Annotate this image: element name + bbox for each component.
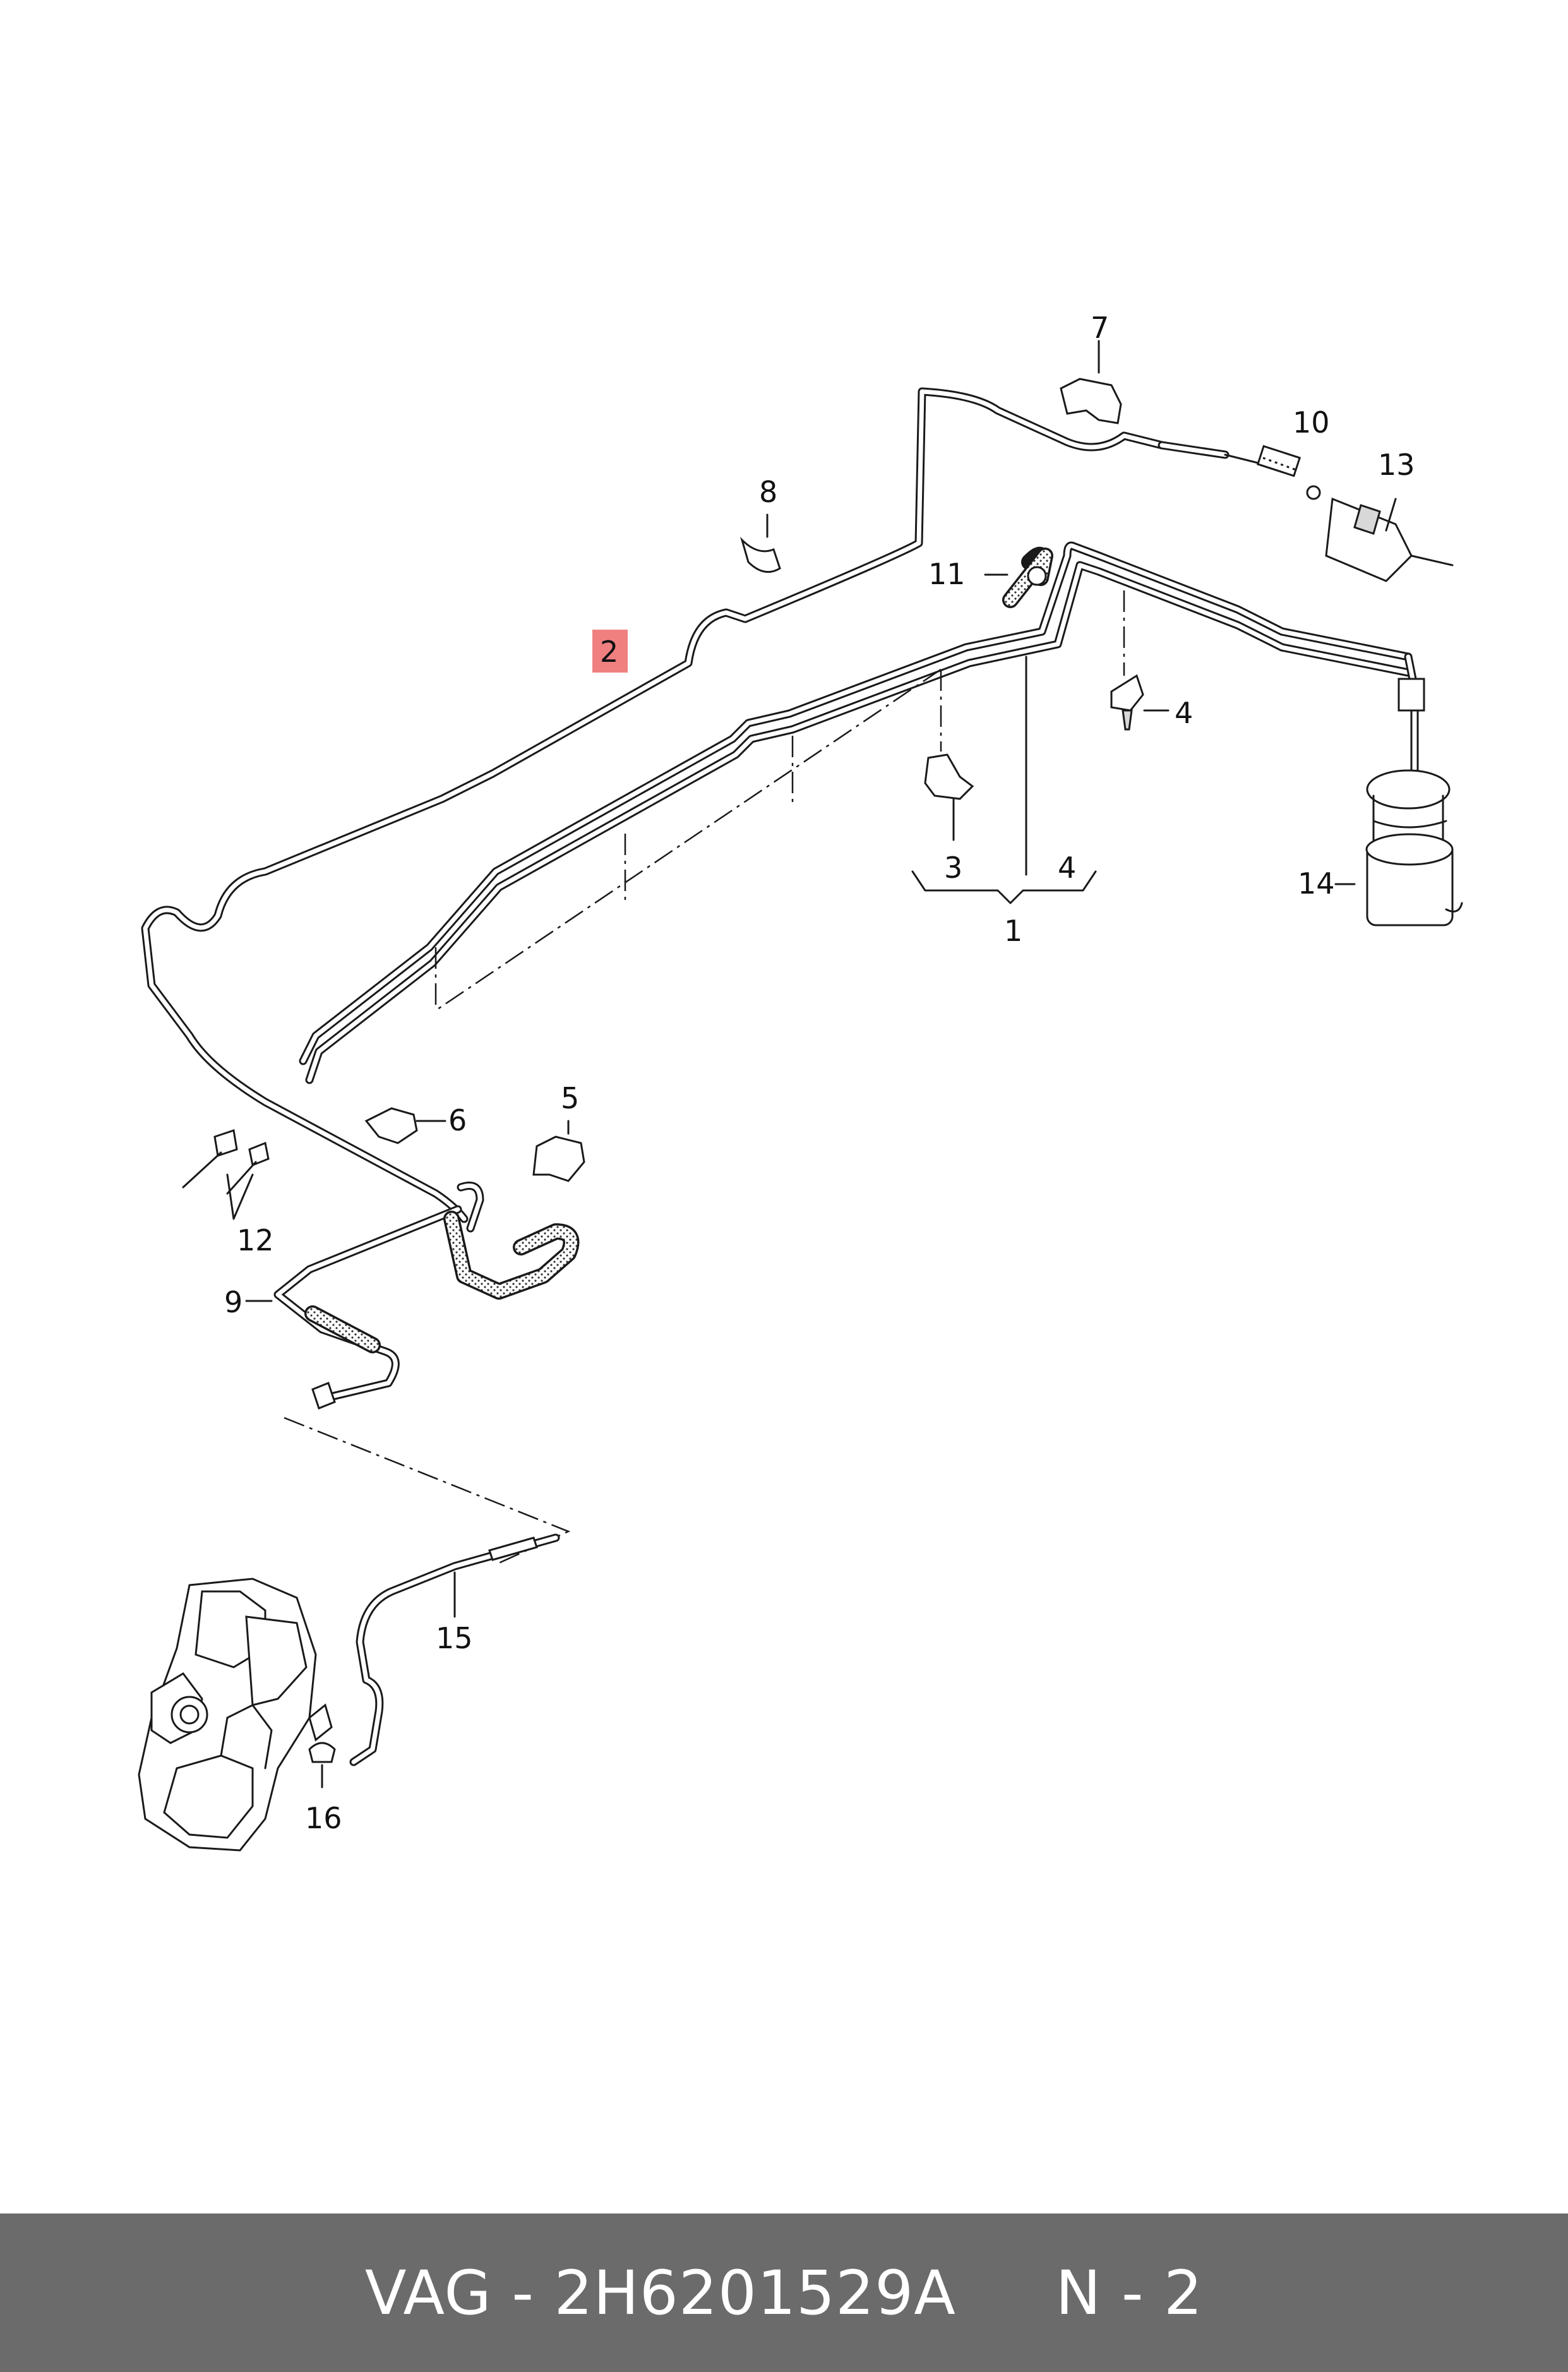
hose-9-icon xyxy=(245,1182,580,1410)
callout-4-left: 4 xyxy=(1058,851,1076,885)
callout-13: 13 xyxy=(1378,448,1415,482)
clip-7-icon xyxy=(1060,340,1122,424)
hose-11-icon xyxy=(984,546,1053,608)
reference-lines xyxy=(284,590,1419,1564)
callout-14: 14 xyxy=(1298,866,1335,901)
clip-4-icon xyxy=(1110,674,1170,731)
clip-16-icon xyxy=(308,1742,336,1788)
heater-unit-icon xyxy=(138,1578,333,1852)
highlight-box-2 xyxy=(592,630,628,673)
callout-9: 9 xyxy=(224,1285,242,1319)
callout-2: 2 xyxy=(600,635,618,669)
fuel-line-2 xyxy=(141,387,1230,1223)
clip-3-icon xyxy=(924,753,974,841)
fuel-line-15-icon xyxy=(349,1533,560,1766)
callout-5: 5 xyxy=(561,1081,579,1115)
callout-10: 10 xyxy=(1293,405,1330,440)
callout-1: 1 xyxy=(1004,914,1022,948)
connectors-12-icon xyxy=(182,1129,270,1220)
part-number-label: VAG - 2H6201529A N - 2 xyxy=(364,2257,1204,2328)
callout-4-right: 4 xyxy=(1175,696,1193,730)
fuel-line-1 xyxy=(299,541,1419,1084)
callout-12: 12 xyxy=(237,1223,274,1257)
callout-11: 11 xyxy=(928,557,966,591)
callout-labels: 1 2 3 4 4 5 6 7 8 9 10 11 12 13 14 15 16 xyxy=(224,311,1415,1835)
callout-3: 3 xyxy=(944,851,962,885)
clip-8-icon xyxy=(739,513,781,573)
parts-diagram: 1 2 3 4 4 5 6 7 8 9 10 11 12 13 14 15 16 xyxy=(138,311,1463,1852)
part-number-footer: VAG - 2H6201529A N - 2 xyxy=(0,2213,1568,2372)
callout-15: 15 xyxy=(436,1621,473,1655)
fuel-pump-14-icon xyxy=(1334,678,1463,926)
clip-5-icon xyxy=(532,1120,585,1182)
callout-1-bracket xyxy=(911,656,1097,904)
clip-6-icon xyxy=(364,1107,446,1144)
callout-7: 7 xyxy=(1091,311,1109,345)
callout-6: 6 xyxy=(448,1103,467,1137)
callout-16: 16 xyxy=(305,1801,342,1835)
pump-13-icon xyxy=(1224,445,1454,582)
callout-8: 8 xyxy=(759,475,777,509)
